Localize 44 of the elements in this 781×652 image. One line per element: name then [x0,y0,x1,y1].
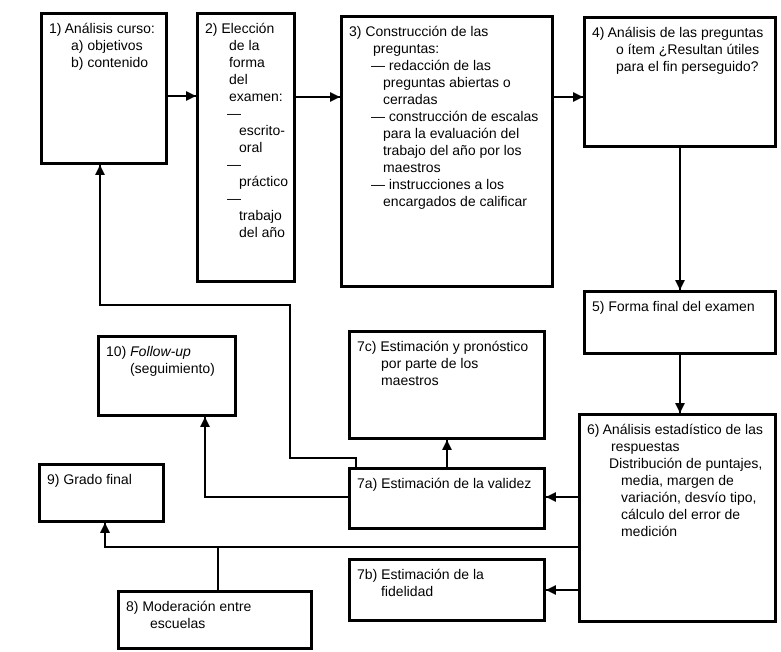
step-detail: — redacción de las preguntas abiertas o cerradas [370,57,512,108]
process-box [348,330,546,440]
process-box [97,335,237,417]
arrow [554,92,583,102]
process-box [578,413,777,623]
arrow [675,355,685,413]
process-box [583,16,777,148]
step-text: 10) Follow-up (seguimiento) [106,343,216,377]
step-text: 3) Construcción de las preguntas: [349,23,490,57]
arrow [100,523,219,590]
step-text: 7b) Estimación de la fidelidad [357,566,485,600]
step-detail: — trabajo del año [226,190,286,241]
step-text: 2) Elección de la forma del examen: [205,20,284,105]
step-detail: — escrito-oral [226,105,286,156]
arrow [675,148,685,290]
arrow [200,417,348,498]
step-text: 9) Grado final [47,471,133,488]
step-text: 1) Análisis curso: [49,20,156,37]
arrow [296,92,340,102]
step-text: 4) Análisis de las preguntas o ítem ¿Resultan útiles para el fin perseguido? [592,24,764,75]
step-detail: — instrucciones a los encargados de calificar [370,176,528,210]
process-box [348,467,546,530]
process-box [348,558,546,622]
step-detail: — construcción de escalas para la evaluación del trabajo del año por los maestros [370,108,540,176]
step-text: 5) Forma final del examen [592,298,756,315]
process-box [38,463,165,523]
arrow [442,440,452,467]
step-detail: Distribución de puntajes, media, margen de variación, desvío tipo, cálculo del error de medición [608,455,764,540]
process-box [340,15,554,288]
arrow [95,165,357,467]
step-text: 7a) Estimación de la validez [357,475,532,492]
arrow [546,585,578,595]
process-box [40,12,168,165]
arrow [546,492,578,502]
step-text: 7c) Estimación y pronóstico por parte de los maestros [357,338,530,389]
step-text: 8) Moderación entre escuelas [126,598,252,632]
step-detail: a) objetivos [70,37,144,54]
process-box [583,290,777,355]
process-box [196,12,296,283]
step-text: 6) Análisis estadístico de las respuestas [587,421,764,455]
step-detail: b) contenido [70,54,150,71]
process-box [117,590,313,650]
step-detail: — práctico [226,156,287,190]
arrow [168,91,196,101]
